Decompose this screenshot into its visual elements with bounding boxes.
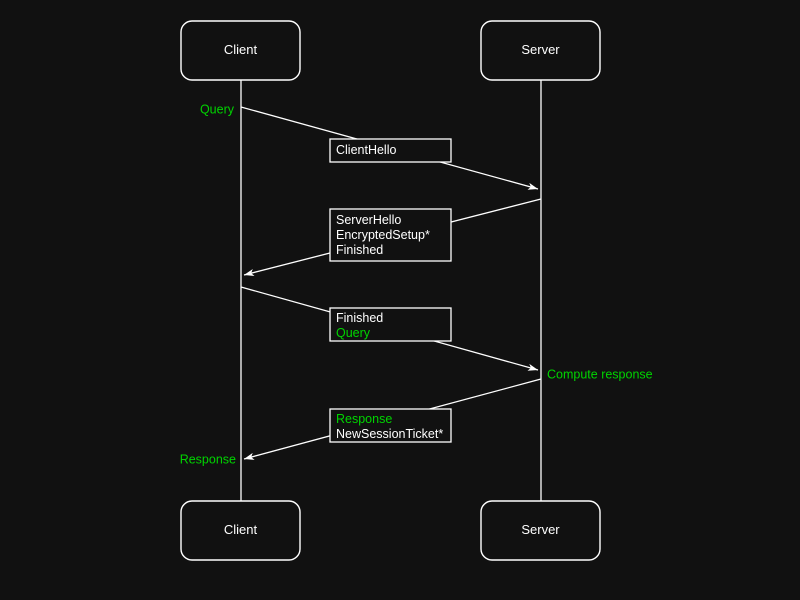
actor-server-top[interactable]: Server <box>480 20 601 81</box>
note-server-hello-line-3: Finished <box>336 243 383 257</box>
message-response-ticket[interactable]: Response NewSessionTicket* <box>243 378 542 460</box>
note-finished-query-line-1: Finished <box>336 311 383 325</box>
message-server-hello[interactable]: ServerHello EncryptedSetup* Finished <box>243 198 542 277</box>
note-client-hello-box <box>329 138 452 163</box>
note-server-hello-line-1: ServerHello <box>336 213 401 227</box>
actor-client-bottom[interactable]: Client <box>180 500 301 561</box>
side-label-compute-response: Compute response <box>547 367 653 381</box>
side-label-response: Response <box>180 452 236 466</box>
message-client-hello[interactable]: ClientHello <box>240 106 539 190</box>
note-response-ticket-line-1: Response <box>336 412 392 426</box>
actor-server-bottom-label: Server <box>521 522 560 537</box>
message-finished-query[interactable]: Finished Query <box>240 286 539 371</box>
actor-server-bottom[interactable]: Server <box>480 500 601 561</box>
actor-server-top-box <box>480 20 601 81</box>
actor-client-top-label: Client <box>224 42 258 57</box>
actor-client-bottom-label: Client <box>224 522 258 537</box>
actor-server-bottom-box <box>480 500 601 561</box>
note-server-hello-box <box>329 208 452 262</box>
actor-server-top-label: Server <box>521 42 560 57</box>
note-server-hello-line-2: EncryptedSetup* <box>336 228 430 242</box>
actor-client-bottom-box <box>180 500 301 561</box>
actor-client-top[interactable]: Client <box>180 20 301 81</box>
note-finished-query-line-2: Query <box>336 326 371 340</box>
note-response-ticket-line-2: NewSessionTicket* <box>336 427 443 441</box>
note-response-ticket-box <box>329 408 452 443</box>
note-client-hello-line-1: ClientHello <box>336 143 396 157</box>
actor-client-top-box <box>180 20 301 81</box>
side-label-query: Query <box>200 102 235 116</box>
note-finished-query-box <box>329 307 452 342</box>
